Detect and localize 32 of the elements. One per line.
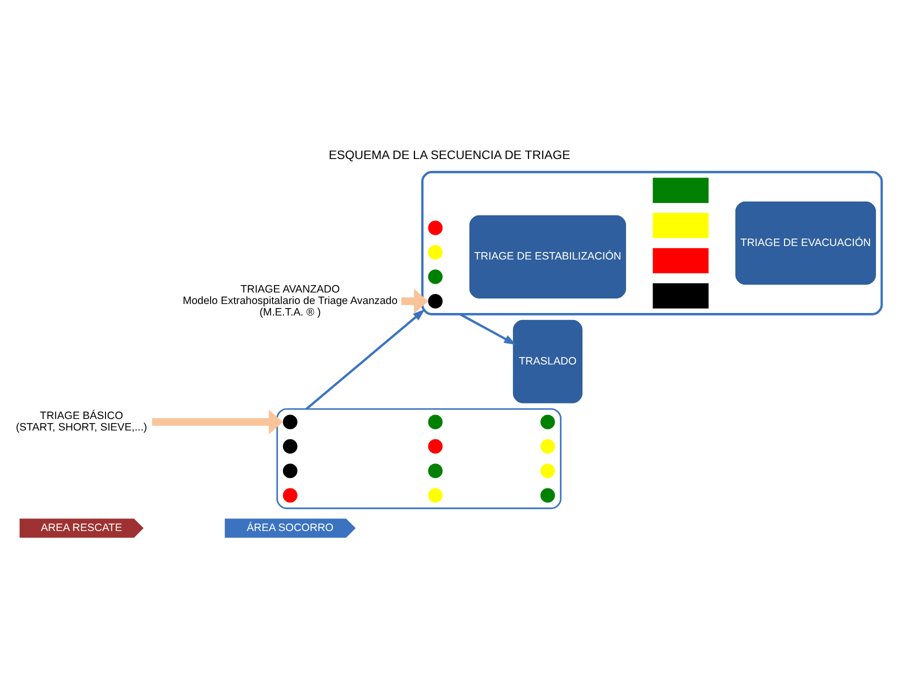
arrow [306, 308, 426, 410]
node-circle [540, 414, 555, 429]
node-circle [282, 488, 298, 502]
node-circle [282, 414, 298, 429]
arrow [459, 312, 516, 344]
node-box [652, 177, 709, 202]
node-circle [282, 438, 298, 454]
node-circle [540, 463, 555, 478]
node-box: TRIAGE DE EVACUACIÓN [735, 200, 876, 284]
cluster [276, 408, 562, 509]
node-box: TRASLADO [512, 319, 582, 403]
node-circle [428, 414, 443, 429]
node-box [652, 248, 709, 273]
node-circle [428, 268, 443, 284]
node-circle [428, 438, 443, 454]
arrow [152, 409, 283, 434]
arrow [401, 288, 428, 314]
node-circle [282, 463, 298, 478]
diagram-title: ESQUEMA DE LA SECUENCIA DE TRIAGE [328, 147, 570, 162]
node-circle [428, 244, 443, 260]
node-circle [428, 293, 443, 308]
node-text: TRIAGE BÁSICO (START, SHORT, SIEVE,...) [16, 410, 148, 434]
node-circle [428, 488, 443, 502]
node-box [652, 212, 709, 238]
node-circle [540, 438, 555, 454]
node-box: TRIAGE DE ESTABILIZACIÓN [469, 214, 626, 298]
cluster [421, 170, 883, 315]
node-box [652, 282, 709, 308]
node-circle [428, 220, 443, 235]
node-text: TRIAGE AVANZADO Modelo Extrahospitalario de Triage Avanzado (M.E.T.A. ® ) [182, 283, 398, 318]
node-circle [540, 488, 555, 502]
node-circle [428, 463, 443, 478]
